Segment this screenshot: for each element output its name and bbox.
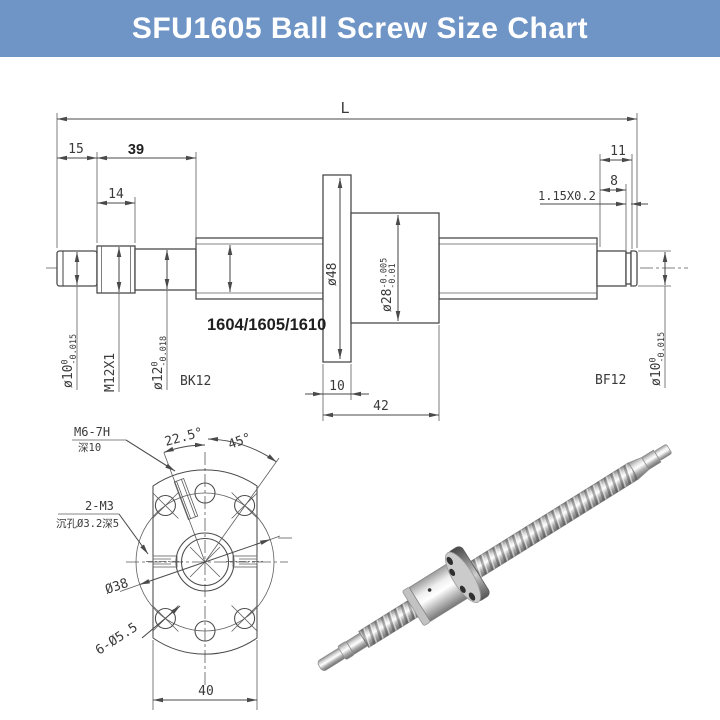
- dim-flange-thickness: 10: [329, 379, 345, 394]
- label-thread-m12: M12X1: [103, 353, 118, 392]
- label-bf12: BF12: [595, 373, 626, 388]
- bolt-circle: [135, 492, 275, 632]
- ball-nut-outline: [322, 174, 440, 363]
- label-oil-port-depth: 深10: [78, 442, 101, 454]
- oil-port-leader: [125, 439, 176, 472]
- label-oil-port: M6-7H: [74, 425, 110, 439]
- screw-body-right: [438, 237, 598, 300]
- set-screw-leader: [118, 513, 149, 555]
- extension-lines: [56, 113, 671, 421]
- dim-circlip-groove: 1.15X0.2: [538, 189, 596, 203]
- screw-body-left: [195, 237, 324, 300]
- dim-11: 11: [610, 144, 626, 159]
- label-screw-models: 1604/1605/1610: [207, 316, 326, 334]
- label-angle-45: 45°: [226, 431, 253, 453]
- dim-14: 14: [108, 187, 124, 202]
- bolt-circle-dimension: Ø38: [103, 535, 292, 598]
- label-mount-holes: 6-Ø5.5: [93, 620, 141, 658]
- arc-45: [207, 436, 277, 463]
- label-dia10-right: ø100-0.015: [649, 332, 668, 386]
- label-dia10-left: ø100-0.015: [61, 334, 80, 388]
- product-photo: [317, 444, 672, 671]
- page-title: SFU1605 Ball Screw Size Chart: [131, 11, 589, 45]
- arc-22-5: [163, 442, 206, 453]
- ballscrew-photo-nut: [402, 546, 490, 626]
- label-angle-22-5: 22.5°: [163, 425, 205, 450]
- flange-outline: [152, 469, 258, 655]
- ballscrew-photo-shaft: [317, 444, 672, 671]
- label-set-screw-detail: 沉孔Ø3.2深5: [56, 517, 119, 530]
- hole-axis-45: [204, 457, 280, 563]
- dim-nut-length: 42: [373, 399, 389, 414]
- label-dia28: ø28-0.005-0.01: [380, 258, 399, 312]
- oil-port-slot: [173, 478, 199, 520]
- title-banner: SFU1605 Ball Screw Size Chart: [0, 0, 720, 57]
- label-dia48: ø48: [325, 263, 340, 286]
- nut-flange: [322, 174, 352, 363]
- circlip-groove: [625, 252, 632, 285]
- mount-holes-leader: [141, 605, 181, 639]
- diameter-dimensions: ø100-0.015 M12X1 ø120-0.018 ø48 ø28-0.00…: [61, 178, 668, 392]
- dim-overall-length: L: [340, 99, 349, 117]
- flange-end-view: 22.5° 45° M6-7H 深10 2-M3 沉孔Ø3.2深5 Ø38: [56, 425, 292, 710]
- label-bolt-circle-dia: Ø38: [103, 576, 130, 598]
- label-bk12: BK12: [180, 374, 211, 389]
- dim-15: 15: [68, 142, 84, 157]
- label-dia12: ø120-0.018: [151, 336, 170, 390]
- flange-width-dimension: 40: [152, 640, 258, 710]
- right-journal: [596, 250, 627, 287]
- side-view-drawing: L 15 39 14 11 8 1.15X0.2 10 42: [46, 99, 688, 421]
- nut-body: [350, 212, 440, 324]
- dim-8: 8: [610, 174, 618, 189]
- label-set-screw: 2-M3: [85, 499, 114, 513]
- right-end-cap: [630, 250, 638, 287]
- label-flange-width: 40: [198, 684, 214, 699]
- dim-39: 39: [128, 142, 144, 158]
- oil-port-axis: [163, 452, 206, 563]
- horizontal-dimensions: L 15 39 14 11 8 1.15X0.2 10 42: [57, 99, 648, 418]
